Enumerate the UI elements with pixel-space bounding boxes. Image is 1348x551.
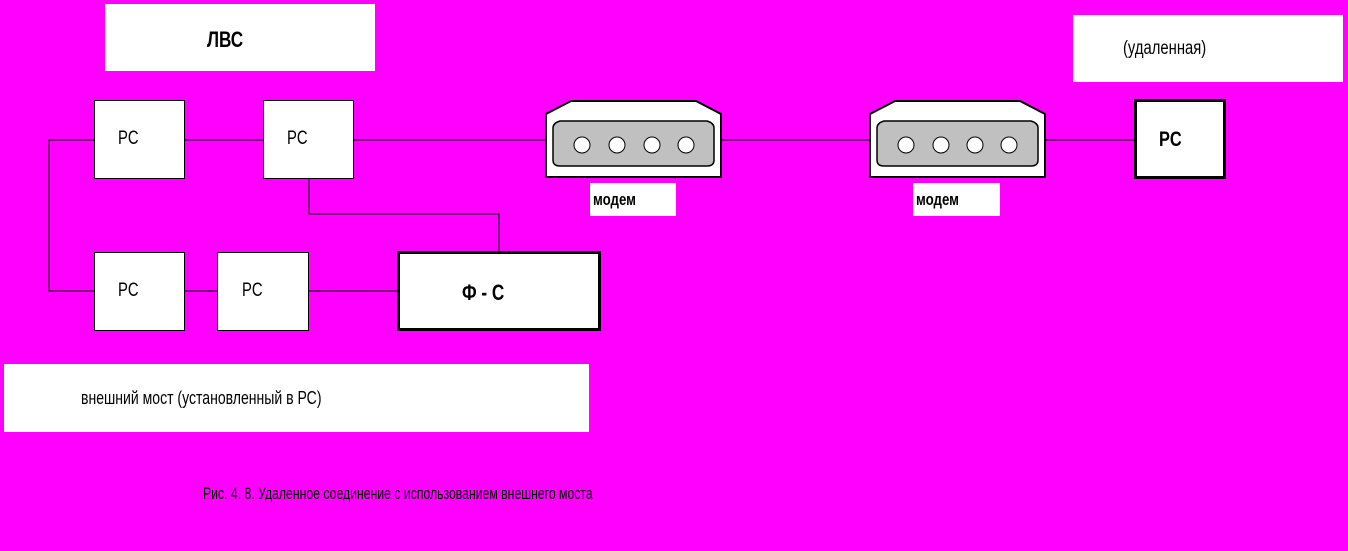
pc-node-1-label: PC [118, 128, 139, 149]
modem-2-led-1 [897, 136, 915, 154]
modem-1-label-box: модем [590, 183, 676, 216]
modem-2-led-3 [966, 136, 984, 154]
modem-2-led-4 [1000, 136, 1018, 154]
link-pc2-server [308, 178, 500, 252]
modem-1-label: модем [593, 190, 636, 209]
link-pc1-pc3 [48, 139, 95, 292]
modem-1-panel [552, 120, 715, 167]
file-server-label: Ф - С [462, 280, 505, 305]
remote-label-box: (удаленная) [1073, 15, 1343, 82]
file-server-node: Ф - С [397, 251, 601, 331]
pc-node-3-label: PC [118, 280, 139, 301]
pc-node-2-label: PC [287, 128, 308, 149]
pc-node-1: PC [94, 100, 185, 179]
pc-node-4: PC [217, 252, 309, 331]
modem-2-panel [876, 120, 1039, 167]
remote-pc-label: PC [1159, 128, 1182, 151]
lan-label: ЛВС [207, 27, 244, 52]
modem-1-led-4 [677, 136, 695, 154]
figure-caption: Рис. 4. 8. Удаленное соединение с исполь… [203, 484, 593, 503]
bridge-label-box: внешний мост (установленный в РС) [4, 364, 589, 432]
modem-1-led-2 [608, 136, 626, 154]
remote-label: (удаленная) [1123, 38, 1207, 59]
bridge-label: внешний мост (установленный в РС) [81, 388, 322, 408]
modem-2-led-2 [932, 136, 950, 154]
modem-1-led-1 [573, 136, 591, 154]
pc-node-4-label: PC [242, 280, 263, 301]
modem-1-led-3 [643, 136, 661, 154]
modem-2-label: модем [916, 190, 959, 209]
lan-label-box: ЛВС [105, 4, 375, 71]
pc-node-2: PC [263, 100, 354, 179]
modem-1 [545, 100, 722, 178]
modem-2-label-box: модем [913, 183, 1000, 216]
remote-pc-node: PC [1134, 99, 1226, 179]
pc-node-3: PC [94, 252, 185, 331]
modem-2 [869, 100, 1046, 178]
